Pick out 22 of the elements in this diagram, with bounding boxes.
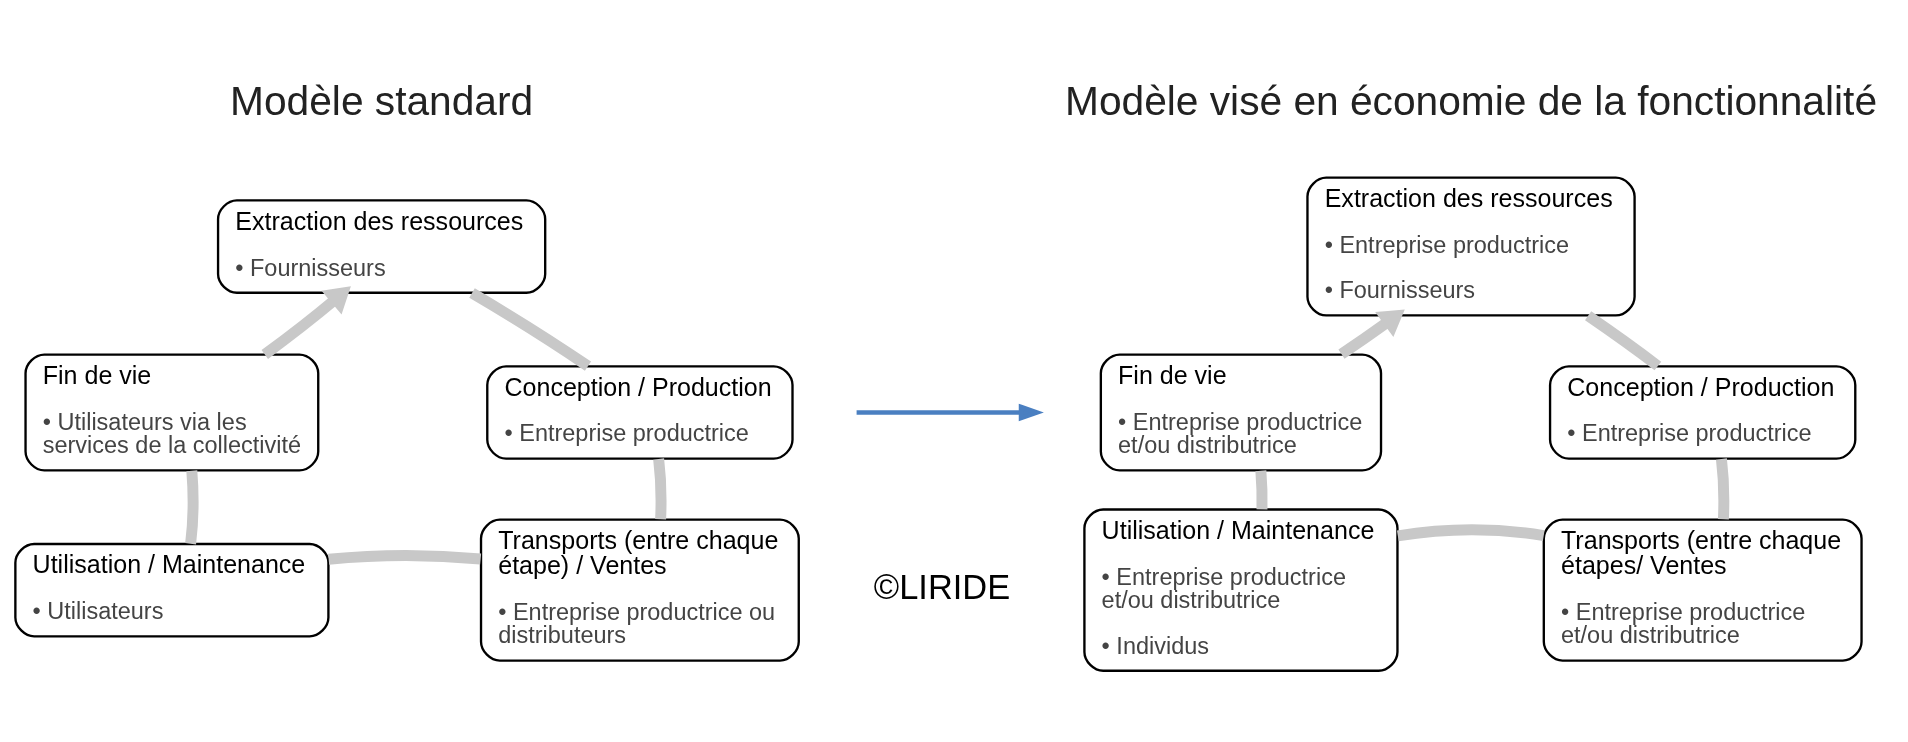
connector	[1396, 524, 1545, 542]
label: ©LIRIDE	[873, 567, 1010, 606]
node-box: Conception / Production • Entreprise productrice	[485, 365, 794, 460]
arrow	[1337, 309, 1405, 359]
connector	[1254, 470, 1268, 510]
node-box: Transports (entre chaque étapes/ Ventes • Entreprise productrice et/ou distributrice	[1542, 518, 1863, 662]
connector	[652, 458, 666, 520]
node-box: Extraction des ressources • Entreprise productrice • Fournisseurs	[1305, 176, 1636, 317]
node-box: Utilisation / Maintenance • Entreprise productrice et/ou distributrice • Individus	[1082, 508, 1399, 672]
connector	[1715, 458, 1729, 520]
arrow	[261, 286, 351, 359]
node-box: Fin de vie • Entreprise productrice et/ou distributrice	[1099, 353, 1382, 472]
connector	[468, 288, 591, 371]
node-box: Conception / Production • Entreprise productrice	[1548, 365, 1856, 460]
node-box: Extraction des ressources • Fournisseurs	[216, 199, 546, 294]
label: Modèle visé en économie de la fonctionnalité	[1064, 77, 1877, 124]
node-box: Fin de vie • Utilisateurs via les services de la collectivité	[23, 353, 319, 472]
connector	[184, 470, 198, 545]
connector	[327, 550, 481, 565]
node-box: Utilisation / Maintenance • Utilisateurs	[13, 542, 330, 638]
label: Modèle standard	[229, 77, 533, 124]
node-box: Transports (entre chaque étape) / Ventes • Entreprise productrice ou distributeurs	[479, 518, 800, 662]
